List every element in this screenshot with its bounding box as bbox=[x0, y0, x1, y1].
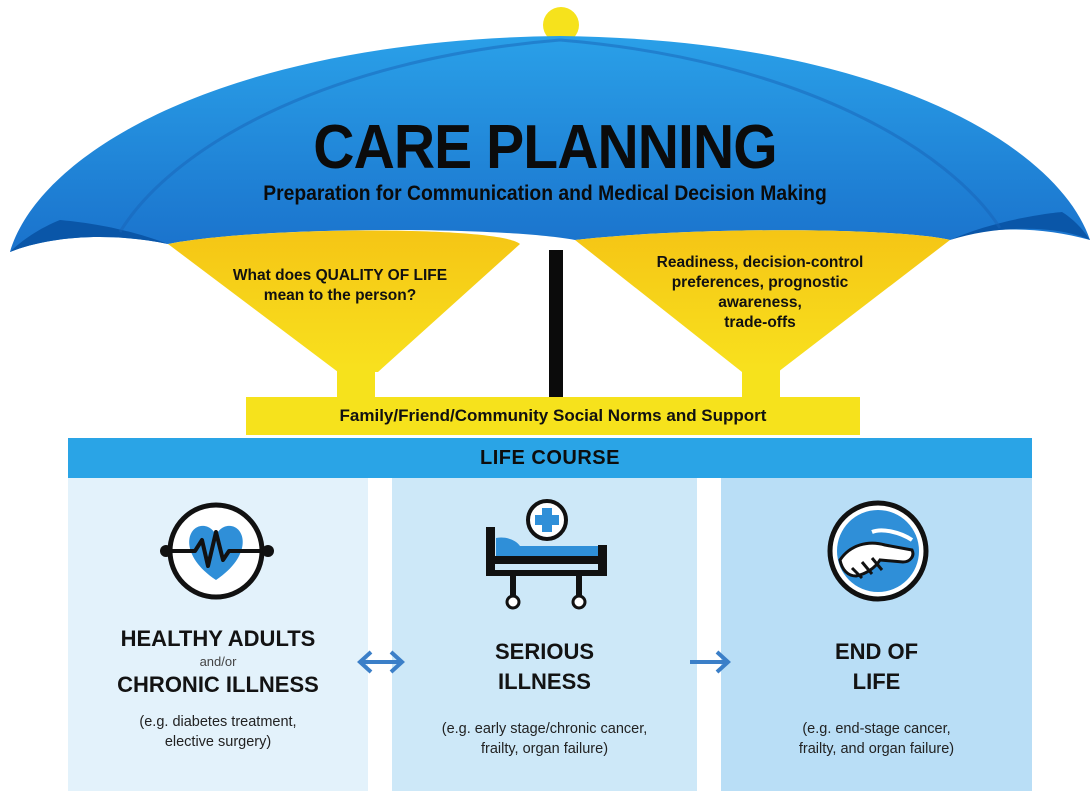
stage-endoflife: END OF LIFE (e.g. end-stage cancer, frai… bbox=[721, 637, 1032, 759]
hospital-bed-icon bbox=[486, 499, 607, 610]
right-arrow-icon bbox=[690, 650, 731, 674]
double-arrow-icon bbox=[357, 650, 405, 674]
stage-healthy-example-2: elective surgery) bbox=[164, 734, 272, 750]
umbrella-knob bbox=[543, 7, 579, 43]
support-bar-label: Family/Friend/Community Social Norms and… bbox=[339, 406, 767, 425]
stage-endoflife-example-2: frailty, and organ failure) bbox=[798, 741, 955, 757]
stage-serious: SERIOUS ILLNESS (e.g. early stage/chroni… bbox=[392, 637, 697, 759]
umbrella-scallop-left bbox=[10, 220, 168, 252]
stage-serious-title-1: SERIOUS bbox=[494, 639, 595, 664]
funnel-left-line: What does QUALITY OF LIFE bbox=[232, 267, 448, 284]
funnel-right-stem bbox=[742, 370, 780, 398]
umbrella-rib-left bbox=[118, 38, 561, 233]
stage-endoflife-title-2: LIFE bbox=[852, 669, 901, 694]
funnel-right-line: awareness, bbox=[718, 294, 802, 311]
stage-serious-example-1: (e.g. early stage/chronic cancer, bbox=[441, 721, 648, 737]
life-course-label: LIFE COURSE bbox=[480, 447, 620, 469]
stage-healthy-title-2: CHRONIC ILLNESS bbox=[117, 672, 319, 697]
stage-healthy: HEALTHY ADULTS and/or CHRONIC ILLNESS (e… bbox=[68, 624, 368, 752]
funnel-left-text: What does QUALITY OF LIFE mean to the pe… bbox=[190, 266, 490, 306]
life-course-bar-bg bbox=[68, 438, 1032, 478]
stage-healthy-example-1: (e.g. diabetes treatment, bbox=[139, 714, 297, 730]
page-title: CARE PLANNING bbox=[313, 113, 777, 182]
stage-serious-title-2: ILLNESS bbox=[498, 669, 591, 694]
funnel-right-line: trade-offs bbox=[724, 314, 796, 331]
stage-endoflife-example-1: (e.g. end-stage cancer, bbox=[802, 721, 951, 737]
funnel-right-text: Readiness, decision-control preferences,… bbox=[610, 253, 910, 333]
stage-endoflife-title-1: END OF bbox=[834, 639, 919, 664]
handshake-icon bbox=[827, 500, 929, 602]
umbrella-rib-right bbox=[559, 38, 1002, 229]
heart-monitor-icon bbox=[160, 502, 274, 600]
umbrella-scallop-right bbox=[950, 212, 1090, 240]
support-bar-bg bbox=[246, 397, 860, 435]
funnel-right bbox=[575, 230, 950, 372]
umbrella-canopy bbox=[10, 36, 1090, 252]
stage-healthy-title-1: HEALTHY ADULTS bbox=[120, 626, 316, 651]
funnel-left bbox=[168, 230, 520, 372]
funnel-left-line: mean to the person? bbox=[263, 287, 417, 304]
stage-serious-example-2: frailty, organ failure) bbox=[480, 741, 609, 757]
umbrella-pole bbox=[549, 250, 563, 398]
funnel-right-line: Readiness, decision-control bbox=[656, 254, 864, 271]
funnel-left-stem bbox=[337, 370, 375, 398]
page-subtitle: Preparation for Communication and Medica… bbox=[263, 182, 827, 205]
stage-healthy-connector: and/or bbox=[199, 654, 237, 669]
funnel-right-line: preferences, prognostic bbox=[671, 274, 849, 291]
